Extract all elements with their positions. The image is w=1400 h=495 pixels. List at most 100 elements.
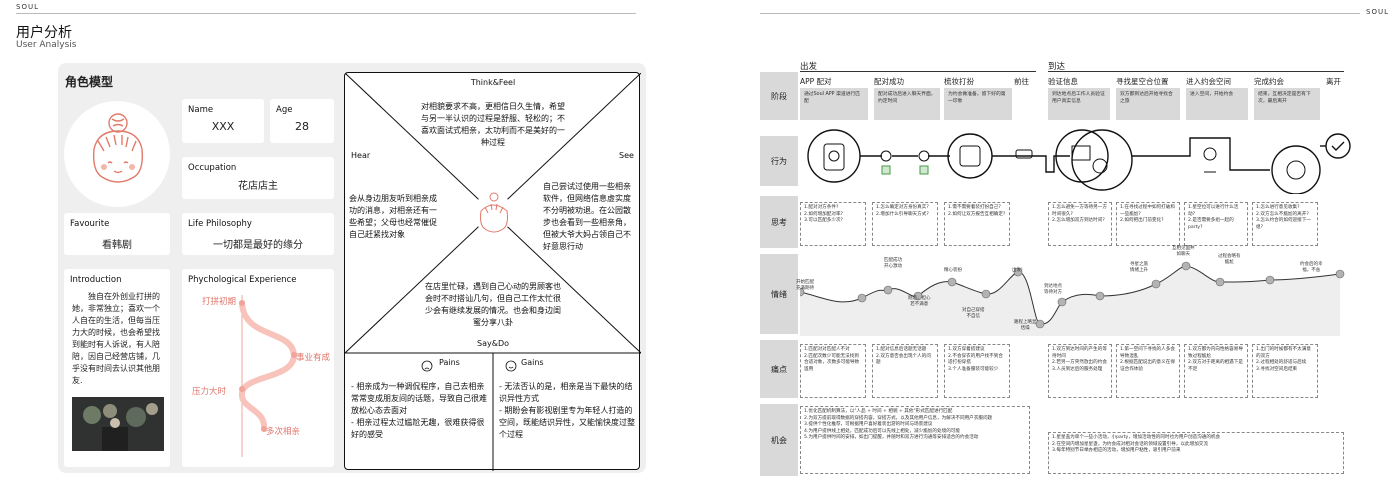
id-verify-icon [1071,145,1091,161]
stage-cell-4: 到达地点后工作人员验证用户真实信息 [1048,88,1110,120]
emotion-label-7: 路程上略显 恬噪 [1014,320,1037,331]
row-label-behavior: 行为 [760,136,798,186]
emotion-label-11: 过程会略有 尴尬 [1218,254,1241,265]
emotion-curve [800,261,1345,336]
philosophy-value: 一切都是最好的缘分 [213,240,303,251]
flower-shop-photo [72,397,164,451]
emotion-label-3: 刚后，担心 若不满意 [908,296,931,307]
philosophy-card: Life Philosophy 一切都是最好的缘分 [182,213,334,255]
favourite-label: Favourite [70,219,110,229]
see-text: 自己尝试过使用一些相亲软件，但网络信息虚实度不分明被劝退。在公园散步也会看到一些… [543,182,631,251]
think-cell-4: 1.怎么避免一方等待另一方时间很久? 2.怎么增加双方到达时间? [1048,202,1112,246]
page-subtitle: User Analysis [16,40,77,50]
persona-title: 角色模型 [65,75,114,89]
stage-cell-1: 通过Soul APP 渠道进行匹配 [800,88,868,120]
emotion-label-6: 出发! [1012,268,1023,273]
psych-point-4: 多次相亲 [266,427,301,437]
row-label-thinking: 思考 [760,196,798,248]
gains-text: - 无法否认的是，相亲是当下最快的结识异性方式 - 期盼会有影视剧里专为年轻人打… [499,382,635,439]
avatar [64,101,170,207]
stage-cell-6: 进入空间，开始约会 [1186,88,1248,120]
space-enter-icon [1203,147,1217,173]
emotion-label-10: 互相见面并 如聊天 [1172,246,1195,257]
age-label: Age [276,105,293,115]
chat-bubble-icon [1286,160,1306,180]
say-do-text: 在店里忙碌，遇到自己心动的男顾客也会时不时搭讪几句，但自己工作太忙很少会有继续发… [425,282,561,327]
think-cell-1: 1.配对对方条件? 2.如何增加配对率? 3.可以匹配多少次? [800,202,866,246]
checkmark-icon [1331,141,1345,151]
think-cell-6: 1.星空位可以进行什么活动? 2.是否需要多组一起的party? [1184,202,1248,246]
psych-point-2: 事业有成 [296,353,331,363]
psych-point-3: 压力大时 [192,387,227,397]
row-label-emotion: 情绪 [760,254,798,334]
brand-right: SOUL [1366,8,1389,16]
pain-cell-6: 1.双方都为内向性格容易导致过程尴尬 2.双方对于距离的相遇下是不足 [1184,344,1248,398]
gains-face-icon [505,357,519,372]
stage-cell-3: 为约会做准备，留下好的第一印象 [944,88,1012,120]
favourite-card: Favourite 看韩剧 [64,213,170,255]
pains-face-icon [421,357,435,372]
name-label: Name [188,105,214,115]
flower-shop-image-icon [72,397,164,451]
emotion-label-4: 精心装扮 [944,268,962,273]
psych-point-1: 打拼初期 [202,297,237,307]
car-icon [1015,149,1033,159]
introduction-card: Introduction 独自在外创业打拼的她，非常独立；喜欢一个人自在的生活，… [64,269,170,467]
name-card: Name XXX [182,99,264,143]
row-label-opportunity: 机会 [760,404,798,476]
opportunity-cell-arrival: 1.星星盖为单个一些小活动，小party，增加活动性的同时也为用户创造沟通的机会… [1048,432,1344,474]
pain-cell-7: 1.出门的时候都有不太满意的双方 2.过程相处的舒适与后续 3.寻找对空间后结束 [1252,344,1318,398]
think-feel-text: 对相貌要求不高，更相信日久生情，希望与另一半认识的过程是舒服、轻松的；不喜欢面试… [421,102,565,147]
empathy-map: Think&Feel 对相貌要求不高，更相信日久生情，希望与另一半认识的过程是舒… [344,72,641,471]
emotion-label-9: 寻星之旅 情绪上升 [1130,262,1148,273]
search-location-icon [1092,158,1108,174]
phone-app-icon [823,143,845,171]
occupation-card: Occupation 花店店主 [182,157,334,199]
pains-label: Pains [439,358,460,367]
favourite-value: 看韩剧 [102,240,132,251]
think-cell-2: 1.怎么确定对方身份真实? 2.增加什么引导聊天方式? [872,202,938,246]
step-8: 完成约会 [1254,77,1284,86]
hear-text: 会从身边朋友听到相亲成功的消息，对相亲还有一些希望；父母也经常催促自己赶紧找对象 [349,194,437,239]
step-4: 前往 [1014,77,1029,86]
occupation-label: Occupation [188,163,237,173]
step-2: 配对成功 [874,77,904,86]
name-value: XXX [211,120,235,133]
think-cell-5: 1.在寻找过程中如何打破和一些尴尬? 2.如何把出门前变化? [1116,202,1180,246]
pain-cell-1: 1.匹配对对匹配人不对 2.匹配次数少可能无法找到合适对象，次数多可能导致滥用 [800,344,866,398]
top-rule-left [16,13,636,14]
hear-label: Hear [351,151,371,160]
pain-cell-3: 1.双方穿着搭建议 2.不会穿衣的用户找不到合适打扮穿搭 3.个人准备服装可能较… [944,344,1010,398]
think-cell-7: 1.怎么进行意见收集? 2.双方怎么不尴尬的离开? 3.怎么约合的如何迎接下一组… [1252,202,1318,246]
emotion-label-2: 匹配成功 开心激动 [884,258,902,269]
row-label-stage: 阶段 [760,72,798,120]
emotion-label-12: 约会后的幸 福，不舍 [1300,262,1323,273]
pain-cell-4: 1.双方到达时间的产生的等待时间 2.若另一方突然放出的约会 3.人员到达后的服… [1048,344,1112,398]
step-3: 梳妆打扮 [944,77,974,86]
empathy-map-diagonals [345,73,641,471]
step-6: 寻找星空合位置 [1116,77,1169,86]
brand-left: SOUL [16,3,39,11]
phase-depart: 出发 [800,62,818,72]
emotion-label-5: 对自己穿搭 不自信 [962,308,985,319]
say-do-label: Say&Do [476,339,509,348]
emotion-label-8: 到达地点 等待对方 [1044,284,1062,295]
think-feel-label: Think&Feel [470,78,516,87]
dress-up-icon [959,145,981,167]
user-match-icon [880,150,930,175]
psych-label: Phychological Experience [188,275,297,285]
behavior-diagram [807,129,1351,194]
step-9: 离开 [1326,77,1341,86]
page-title: 用户分析 [16,25,72,41]
gains-label: Gains [521,358,544,367]
step-7: 进入约会空间 [1186,77,1231,86]
age-value: 28 [295,120,309,133]
stage-cell-2: 配对成功后进入聊天界面，约定时间 [874,88,940,120]
occupation-value: 花店店主 [238,181,278,192]
phase-arrive-rule [1048,71,1344,72]
row-label-pain: 痛点 [760,340,798,398]
philosophy-label: Life Philosophy [188,219,252,229]
step-5: 验证信息 [1048,77,1078,86]
introduction-text: 独自在外创业打拼的她，非常独立；喜欢一个人自在的生活，但每当压力大的时候，也会希… [72,292,160,385]
psych-curve-icon [239,295,298,457]
